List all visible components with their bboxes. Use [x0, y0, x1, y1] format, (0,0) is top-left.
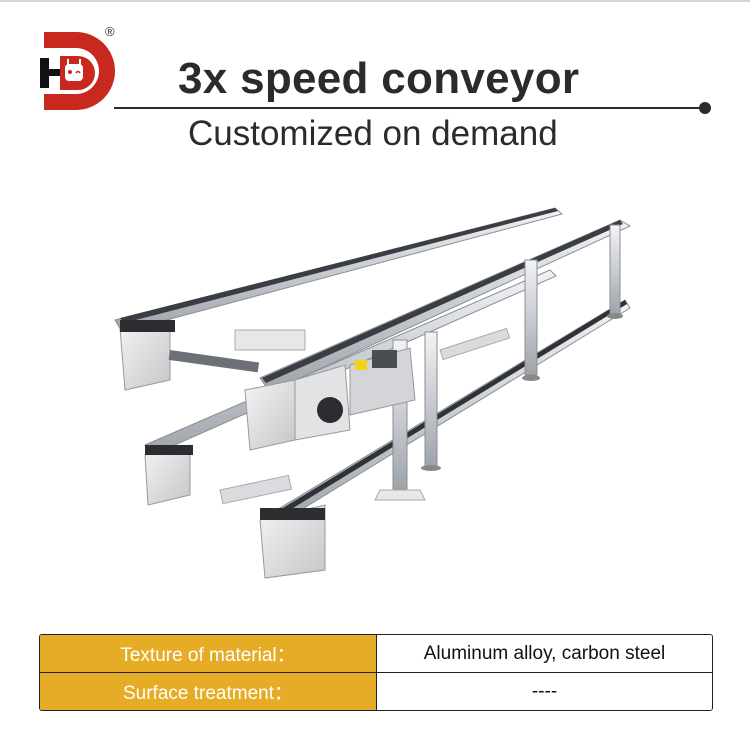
- spec-table: Texture of material： Aluminum alloy, car…: [39, 634, 713, 711]
- divider-end-dot: [699, 102, 711, 114]
- hd-robot-logo-icon: [40, 32, 115, 110]
- title-divider: [114, 107, 704, 109]
- spec-row-surface: Surface treatment： ----: [40, 672, 712, 710]
- spec-value: Aluminum alloy, carbon steel: [377, 635, 712, 672]
- spec-label: Surface treatment：: [40, 673, 377, 710]
- page-title: 3x speed conveyor: [178, 54, 580, 103]
- page-subtitle: Customized on demand: [188, 114, 558, 153]
- registered-mark: ®: [105, 24, 115, 39]
- dual-track-conveyor-image: [114, 207, 632, 579]
- spec-value: ----: [377, 673, 712, 710]
- spec-row-material: Texture of material： Aluminum alloy, car…: [40, 635, 712, 672]
- spec-label: Texture of material：: [40, 635, 377, 672]
- top-border: [0, 0, 750, 2]
